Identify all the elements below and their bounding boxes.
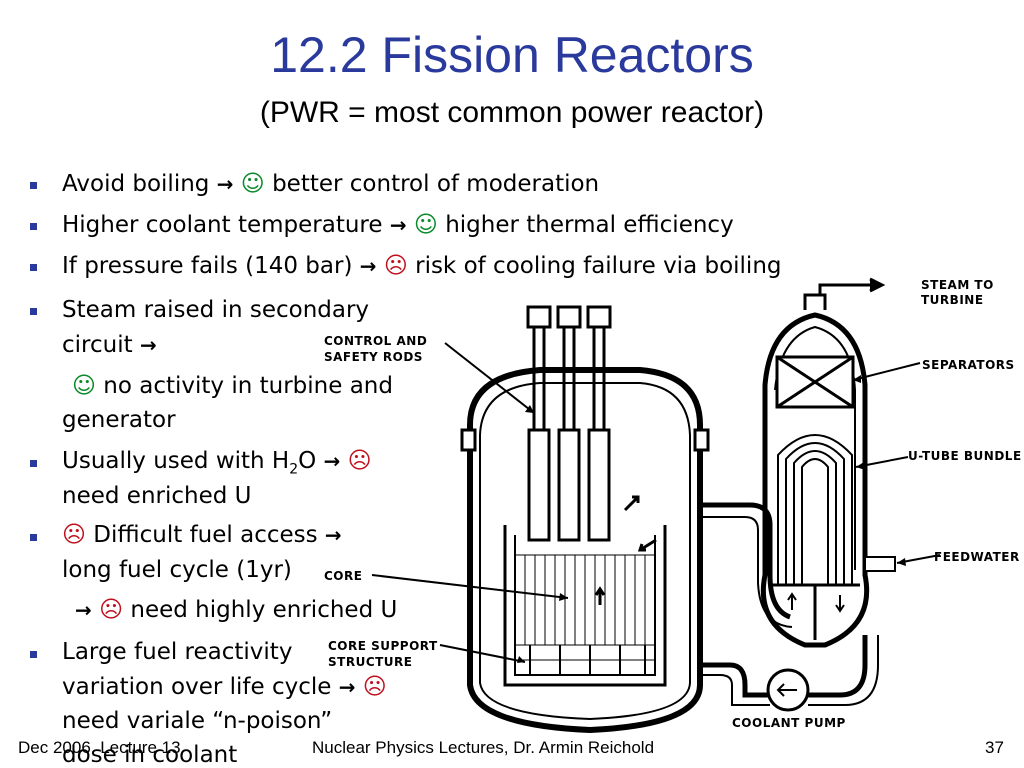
frown-icon: ☹	[62, 522, 86, 548]
bullet-text: better control of moderation	[264, 171, 600, 197]
bullet-text: Difficult fuel access	[85, 522, 325, 548]
bullet-text: O	[298, 448, 324, 474]
bullet-fuel-access-line1: ☹ Difficult fuel access →	[62, 524, 342, 547]
label-core: CORE	[324, 569, 362, 583]
bullet-reactivity-line2: variation over life cycle → ☹	[62, 676, 387, 699]
label-control-rods: SAFETY RODS	[324, 350, 423, 364]
bullet-reactivity-line1: Large fuel reactivity	[62, 639, 293, 665]
label-control-rods: CONTROL AND	[324, 334, 427, 348]
arrow-icon: →	[389, 213, 407, 237]
bullet-marker	[30, 534, 37, 541]
subscript: 2	[289, 461, 299, 478]
bullet-text: Usually used with H	[62, 448, 290, 474]
arrow-icon: →	[139, 333, 157, 357]
bullet-marker	[30, 651, 37, 658]
label-steam-to-turbine: TURBINE	[921, 293, 984, 307]
bullet-steam-line3: ☺ no activity in turbine and	[72, 375, 393, 398]
pwr-reactor-diagram: STEAM TO TURBINE CONTROL AND SAFETY RODS…	[324, 277, 1022, 734]
frown-icon: ☹	[99, 597, 124, 623]
page-number: 37	[985, 738, 1004, 757]
bullet-text: no activity in turbine and	[95, 373, 393, 399]
bullet-fuel-access-line3: → ☹ need highly enriched U	[75, 599, 397, 622]
bullet-fuel-access-line2: long fuel cycle (1yr)	[62, 557, 292, 583]
slide-subtitle: (PWR = most common power reactor)	[259, 96, 765, 129]
arrow-icon: →	[359, 254, 377, 278]
bullet-h2o-line1: Usually used with H2O → ☹	[62, 450, 372, 477]
smiley-icon: ☺	[413, 212, 438, 238]
frown-icon: ☹	[383, 253, 408, 279]
bullet-steam-line1: Steam raised in secondary	[62, 297, 370, 323]
slide-title: 12.2 Fission Reactors	[270, 27, 754, 83]
bullet-reactivity-line4: dose in coolant	[62, 742, 238, 768]
bullet-text: variation over life cycle	[62, 674, 339, 700]
arrow-icon: →	[338, 675, 356, 699]
bullet-text: circuit	[62, 332, 140, 358]
bullet-pressure-fails: If pressure fails (140 bar) → ☹ risk of …	[62, 255, 782, 278]
label-u-tube-bundle: U-TUBE BUNDLE	[908, 449, 1022, 463]
smiley-icon: ☺	[240, 171, 265, 197]
label-feedwater: FEEDWATER	[934, 550, 1020, 564]
bullet-h2o-line2: need enriched U	[62, 483, 252, 509]
bullet-marker	[30, 460, 37, 467]
bullet-marker	[30, 182, 37, 189]
bullet-marker	[30, 308, 37, 315]
bullet-coolant-temperature: Higher coolant temperature → ☺ higher th…	[62, 214, 734, 237]
label-core-support: STRUCTURE	[328, 655, 413, 669]
bullet-reactivity-line3: need variale “n-poison”	[62, 708, 333, 734]
label-separators: SEPARATORS	[922, 358, 1015, 372]
bullet-text: Avoid boiling	[62, 171, 217, 197]
footer-date: Dec 2006, Lecture 13	[18, 738, 181, 757]
label-coolant-pump: COOLANT PUMP	[732, 716, 846, 730]
arrow-icon: →	[216, 172, 234, 196]
arrow-icon: →	[324, 523, 342, 547]
arrow-icon: →	[75, 598, 92, 622]
bullet-text: If pressure fails (140 bar)	[62, 253, 360, 279]
bullet-text: risk of cooling failure via boiling	[407, 253, 782, 279]
footer-course: Nuclear Physics Lectures, Dr. Armin Reic…	[312, 738, 655, 757]
bullet-steam-line4: generator	[62, 407, 176, 433]
smiley-icon: ☺	[72, 373, 96, 399]
bullet-text: Higher coolant temperature	[62, 212, 390, 238]
bullet-steam-line2: circuit →	[62, 334, 157, 357]
frown-icon: ☹	[347, 448, 372, 474]
arrow-icon: →	[323, 449, 341, 473]
label-core-support: CORE SUPPORT	[328, 639, 438, 653]
bullet-avoid-boiling: Avoid boiling → ☺ better control of mode…	[62, 173, 599, 196]
bullet-text: need highly enriched U	[123, 597, 398, 623]
bullet-marker	[30, 223, 37, 230]
bullet-text: higher thermal efficiency	[437, 212, 734, 238]
frown-icon: ☹	[362, 674, 387, 700]
bullet-marker	[30, 264, 37, 271]
label-steam-to-turbine: STEAM TO	[921, 278, 994, 292]
